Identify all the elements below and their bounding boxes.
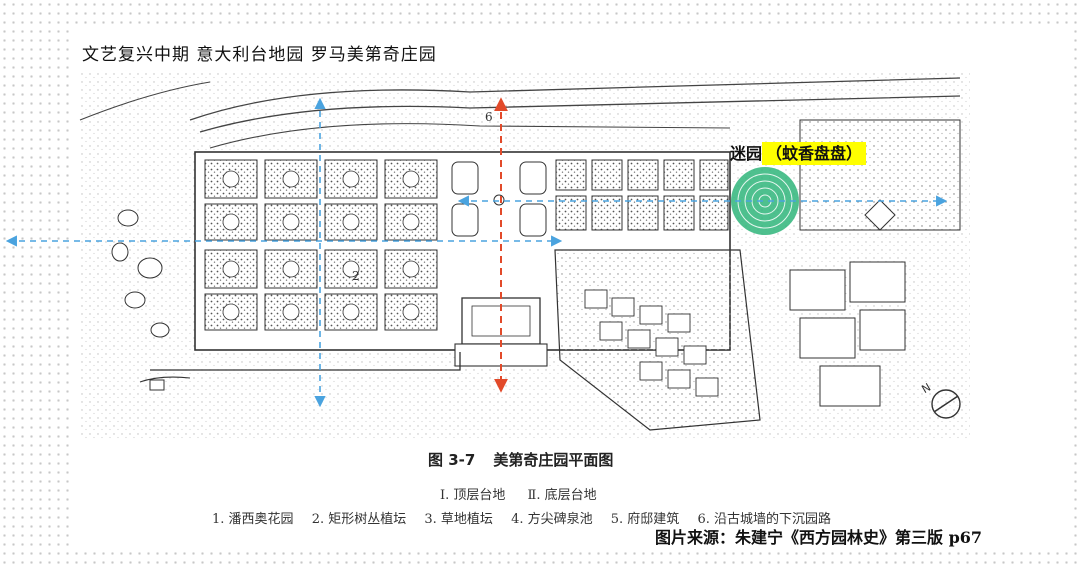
maze-label-text: 迷园 (730, 144, 763, 163)
road-curve-inner (199, 95, 961, 133)
maze-label: 迷园（蚊香盘盘） (730, 140, 867, 165)
figure-number: 图 3-7 (428, 451, 476, 469)
legend-level-item: Ⅱ. 底层台地 (527, 488, 597, 503)
maze-note-highlight: （蚊香盘盘） (762, 142, 867, 165)
right-city-blocks (789, 261, 906, 407)
legend-items: 1. 潘西奥花园 2. 矩形树丛植坛 3. 草地植坛 4. 方尖碑泉池 5. 府… (212, 508, 845, 527)
lawn-parterres (451, 161, 547, 237)
legend-level-item: Ⅰ. 顶层台地 (440, 488, 506, 503)
road-curve (189, 77, 961, 121)
figure-title: 美第奇庄园平面图 (493, 451, 614, 469)
lower-road (139, 376, 191, 383)
legend-item: 5. 府邸建筑 (610, 512, 680, 527)
slide-title: 文艺复兴中期 意大利台地园 罗马美第奇庄园 (82, 45, 437, 65)
pincio-garden (111, 209, 170, 338)
label-6: 6 (485, 110, 493, 124)
image-source-note: 图片来源：朱建宁《西方园林史》第三版 p67 (655, 528, 983, 547)
legend-levels: Ⅰ. 顶层台地 Ⅱ. 底层台地 (440, 484, 615, 503)
city-wall-line (209, 123, 731, 149)
road-left (79, 81, 211, 121)
legend-item: 1. 潘西奥花园 (212, 512, 294, 527)
diamond-bed (864, 199, 896, 231)
lower-terrace-beds (584, 289, 719, 397)
north-arrow-icon: N (920, 381, 961, 419)
figure-caption: 图 3-7 美第奇庄园平面图 (428, 449, 613, 470)
maze-spiral (731, 167, 799, 235)
legend-item: 6. 沿古城墙的下沉园路 (697, 512, 831, 527)
legend-item: 3. 草地植坛 (424, 512, 493, 527)
bosket-grid-left (204, 159, 438, 331)
bosket-centers (222, 170, 420, 321)
gate (149, 379, 165, 391)
label-2: 2 (352, 269, 360, 283)
bosket-grid-right (555, 159, 729, 231)
legend-item: 2. 矩形树丛植坛 (311, 512, 407, 527)
legend-item: 4. 方尖碑泉池 (511, 512, 593, 527)
lower-wall (150, 352, 461, 371)
